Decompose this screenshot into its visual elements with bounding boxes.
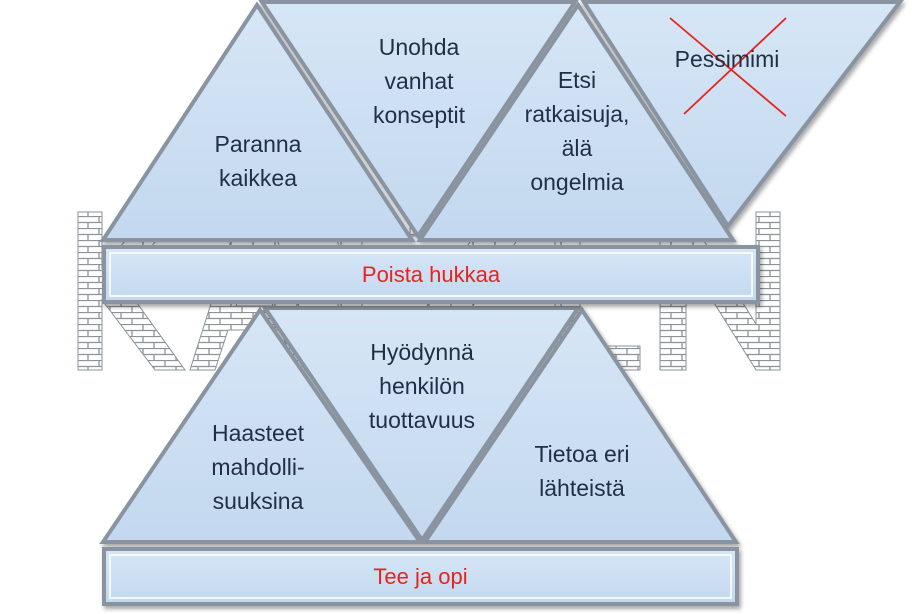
label-pessimismi: Pessimimi <box>674 46 780 72</box>
triangle-etsi <box>416 1 737 242</box>
triangle-tietoa <box>421 306 740 544</box>
triangle-haasteet <box>99 306 424 544</box>
label-haasteet: Haasteet mahdolli- suuksina <box>211 420 305 514</box>
label-unohda: Unohda vanhat konseptit <box>372 34 466 128</box>
label-paranna: Paranna kaikkea <box>214 131 302 191</box>
label-tee-ja-opi: Tee ja opi <box>373 564 468 589</box>
bar-tee-ja-opi <box>102 547 739 606</box>
triangle-unohda <box>258 0 579 240</box>
triangle-hyodynna <box>261 306 582 544</box>
label-tietoa: Tietoa eri lähteistä <box>534 441 630 501</box>
bar-poista-hukkaa <box>102 245 760 304</box>
triangle-paranna <box>99 1 416 242</box>
label-etsi: Etsi ratkaisuja, älä ongelmia <box>524 67 630 195</box>
label-hyodynna: Hyödynnä henkilön tuottavuus <box>368 339 476 433</box>
label-poista-hukkaa: Poista hukkaa <box>361 262 501 287</box>
triangle-pessimismi <box>580 0 905 230</box>
strike-cross-icon <box>669 17 787 117</box>
